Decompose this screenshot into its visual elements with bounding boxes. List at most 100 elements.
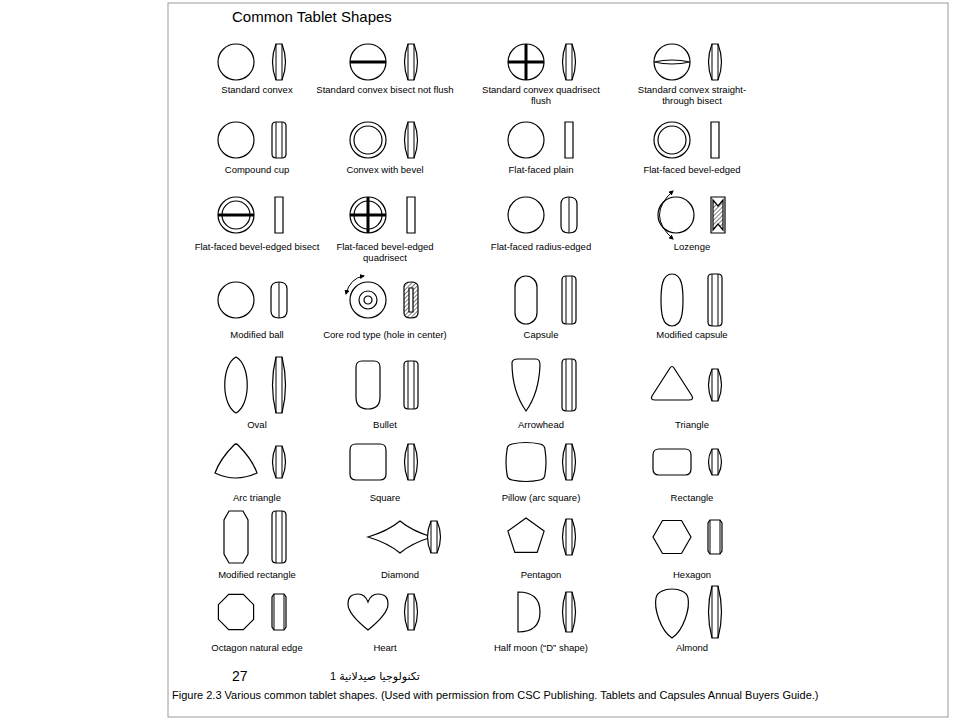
tablet-shape bbox=[508, 44, 576, 80]
score-line bbox=[566, 592, 572, 632]
tablet-outline bbox=[273, 357, 286, 413]
tablet-outline bbox=[225, 357, 248, 413]
tablet-outline bbox=[658, 126, 686, 154]
front-view bbox=[661, 274, 683, 326]
tablet-section bbox=[713, 200, 723, 230]
score-line bbox=[712, 44, 718, 80]
score-line bbox=[566, 444, 572, 480]
side-view bbox=[405, 444, 418, 480]
shape-name: Modified ball bbox=[187, 330, 327, 341]
shape-name: Oval bbox=[187, 420, 327, 431]
score-line bbox=[218, 214, 254, 217]
score-line bbox=[408, 444, 414, 480]
tablet-outline bbox=[515, 276, 537, 324]
tablet-shape bbox=[350, 122, 418, 158]
score-line bbox=[569, 197, 570, 233]
side-view bbox=[404, 282, 418, 318]
tablet-section bbox=[409, 288, 413, 312]
tablet-outline bbox=[364, 296, 372, 304]
front-view bbox=[508, 44, 544, 80]
tablet-shape bbox=[218, 122, 286, 158]
shape-name: Flat-faced radius-edged bbox=[471, 242, 611, 253]
tablet-outline bbox=[654, 60, 690, 64]
side-view bbox=[561, 197, 577, 233]
tablet-shape bbox=[656, 586, 722, 638]
front-view bbox=[350, 197, 386, 233]
score-line bbox=[712, 449, 718, 475]
shape-name: Flat-faced bevel-edged bisect bbox=[187, 242, 327, 253]
tablet-shape bbox=[654, 122, 719, 158]
tablet-shape bbox=[658, 191, 725, 239]
shape-name: Hexagon bbox=[622, 570, 762, 581]
tablet-outline bbox=[653, 449, 691, 475]
shape-name: Flat-faced bevel-edged quadrisect bbox=[315, 242, 455, 264]
tablet-outline bbox=[407, 197, 415, 233]
tablet-outline bbox=[561, 197, 577, 233]
score-line bbox=[710, 520, 720, 554]
score-line bbox=[566, 519, 572, 555]
shape-grid bbox=[215, 44, 725, 638]
tablet-outline bbox=[350, 444, 386, 480]
shape-name: Compound cup bbox=[187, 165, 327, 176]
tablet-outline bbox=[562, 359, 576, 411]
tablet-outline bbox=[654, 44, 690, 80]
shape-name: Almond bbox=[622, 643, 762, 654]
score-line bbox=[274, 594, 284, 630]
score-line bbox=[566, 44, 572, 80]
score-line bbox=[408, 44, 414, 80]
score-line bbox=[712, 274, 718, 326]
side-view bbox=[562, 276, 576, 324]
score-line bbox=[712, 369, 718, 401]
tablet-shape bbox=[653, 449, 722, 475]
shape-name: Convex with bevel bbox=[315, 165, 455, 176]
tablet-outline bbox=[654, 122, 690, 158]
front-view bbox=[654, 44, 690, 80]
slide-footer: تكنولوجيا صيدلانية 1 bbox=[330, 670, 420, 683]
rotation-arrow bbox=[660, 191, 674, 239]
shape-name: Modified rectangle bbox=[187, 570, 327, 581]
front-view bbox=[218, 122, 254, 158]
tablet-shape bbox=[350, 197, 415, 233]
side-view bbox=[273, 357, 286, 413]
side-view bbox=[708, 274, 722, 326]
tablet-shape bbox=[508, 197, 577, 233]
side-view bbox=[565, 122, 573, 158]
score-line bbox=[712, 586, 718, 638]
tablet-shape bbox=[218, 594, 286, 630]
side-view bbox=[563, 44, 576, 80]
rotation-arrow bbox=[346, 276, 364, 294]
front-view bbox=[218, 197, 254, 233]
tablet-outline bbox=[272, 511, 286, 563]
tablet-outline bbox=[708, 520, 722, 554]
front-view bbox=[224, 511, 248, 563]
shape-name: Heart bbox=[315, 643, 455, 654]
tablet-outline bbox=[271, 282, 287, 318]
tablet-outline bbox=[404, 361, 418, 409]
shape-name: Flat-faced plain bbox=[471, 165, 611, 176]
tablet-shape bbox=[215, 444, 286, 478]
tablet-outline bbox=[565, 122, 573, 158]
front-view bbox=[518, 592, 540, 632]
tablet-outline bbox=[215, 444, 257, 478]
tablet-outline bbox=[350, 282, 386, 318]
tablet-outline bbox=[350, 197, 386, 233]
shape-name: Lozenge bbox=[622, 242, 762, 253]
tablet-outline bbox=[218, 282, 254, 318]
tablet-outline bbox=[348, 594, 388, 630]
tablet-shape bbox=[346, 276, 418, 318]
tablet-shape bbox=[348, 594, 418, 630]
front-view bbox=[506, 443, 546, 482]
tablet-outline bbox=[350, 44, 386, 80]
tablet-shape bbox=[512, 359, 576, 411]
front-view bbox=[512, 359, 540, 411]
side-view bbox=[711, 197, 725, 233]
shape-name: Triangle bbox=[622, 420, 762, 431]
tablet-outline bbox=[563, 44, 576, 80]
side-view bbox=[709, 449, 722, 475]
tablet-outline bbox=[508, 197, 544, 233]
tablet-outline bbox=[359, 291, 377, 309]
front-view bbox=[654, 122, 690, 158]
tablet-shape bbox=[224, 511, 286, 563]
front-view bbox=[350, 444, 386, 480]
